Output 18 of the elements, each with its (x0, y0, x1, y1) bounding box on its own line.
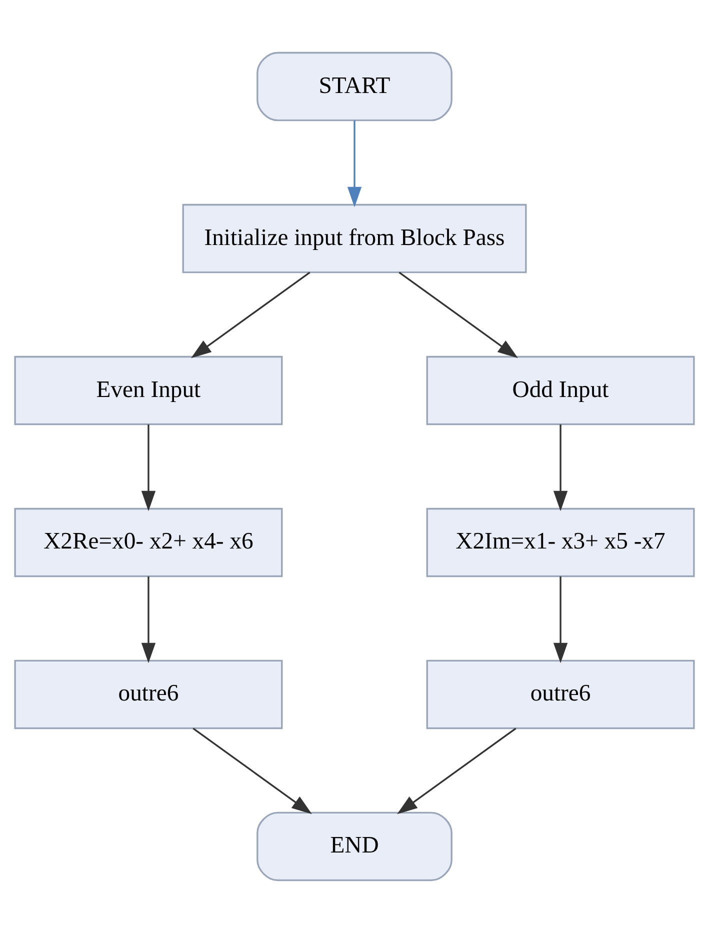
node-box: END (256, 811, 452, 881)
node-box: X2Re=x0- x2+ x4- x6 (14, 507, 283, 577)
arrow (553, 576, 568, 663)
arrow (191, 271, 310, 358)
node-box: Odd Input (426, 355, 695, 425)
node-box: Even Input (14, 355, 283, 425)
arrow (397, 727, 516, 814)
node-box: START (256, 51, 452, 121)
arrow (192, 727, 312, 814)
node-box: outre6 (426, 659, 695, 729)
node-box: Initialize input from Block Pass (182, 203, 527, 273)
arrow (141, 576, 156, 663)
arrow (347, 120, 362, 207)
arrow (398, 271, 518, 358)
arrow (553, 424, 568, 511)
arrow (141, 424, 156, 511)
node-box: outre6 (14, 659, 283, 729)
node-box: X2Im=x1- x3+ x5 -x7 (426, 507, 695, 577)
